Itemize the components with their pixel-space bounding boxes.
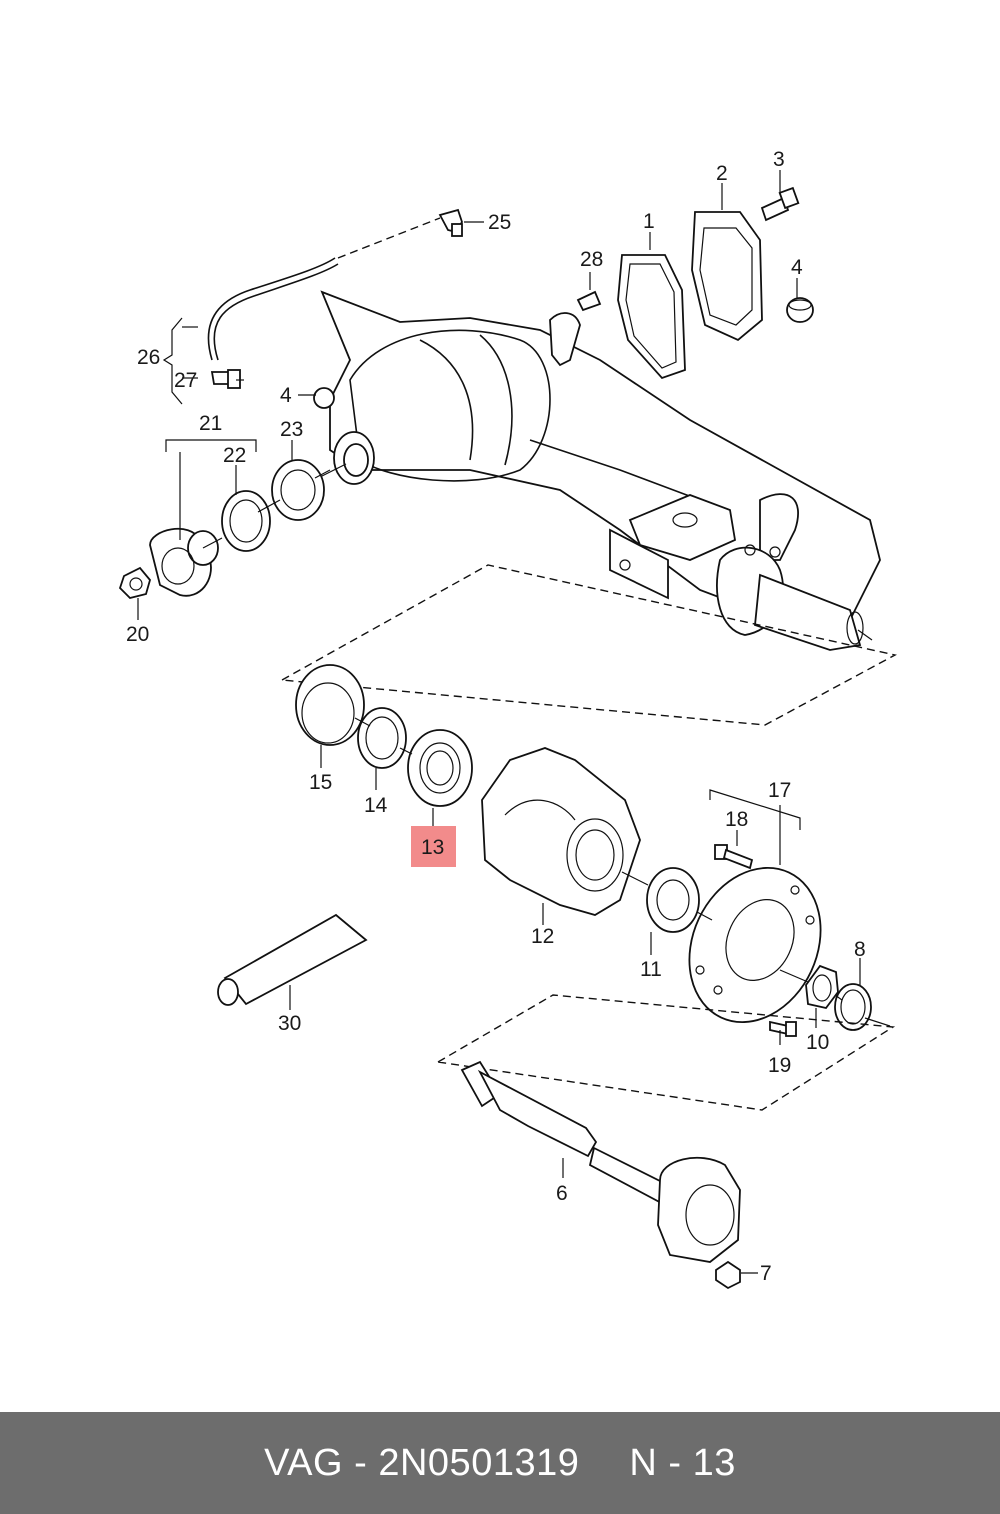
part-number: 2N0501319 (378, 1441, 580, 1484)
callout-4b: 4 (280, 384, 292, 407)
part-8-circlip (834, 983, 872, 1031)
callout-18: 18 (725, 808, 748, 831)
callout-17: 17 (768, 779, 791, 802)
part-14-seal (357, 707, 407, 769)
callout-12: 12 (531, 925, 554, 948)
callout-11: 11 (640, 958, 662, 981)
brand-label: VAG (264, 1441, 344, 1484)
callout-8: 8 (854, 938, 866, 961)
part-3-bolt (760, 186, 800, 222)
callout-20: 20 (126, 623, 149, 646)
part-1-gasket (617, 254, 686, 380)
callout-22: 22 (223, 444, 246, 467)
callout-26: 26 (137, 346, 160, 369)
callout-19: 19 (768, 1054, 791, 1077)
callout-7: 7 (760, 1262, 772, 1285)
part-4-plug-left (313, 387, 335, 409)
callout-labels: 1 2 3 4 4 6 7 8 10 11 12 13 14 15 17 18 … (126, 148, 866, 1285)
callout-30: 30 (278, 1012, 301, 1035)
position-prefix: N (629, 1441, 658, 1484)
part-23-bearing (271, 459, 325, 521)
brand-separator: - (354, 1441, 368, 1484)
part-15-cap (295, 664, 365, 746)
position-number: 13 (692, 1441, 736, 1484)
callout-28: 28 (580, 248, 603, 271)
callout-27: 27 (174, 369, 197, 392)
part-27-fitting (210, 369, 241, 389)
callout-6: 6 (556, 1182, 568, 1205)
part-26-brake-hose (207, 217, 441, 361)
position-separator: - (668, 1441, 682, 1484)
part-20-nut (118, 566, 151, 599)
part-28-bolt-bracket (549, 290, 602, 367)
callout-21: 21 (199, 412, 222, 435)
part-4-plug-right (786, 297, 814, 323)
part-22-seal (221, 490, 271, 552)
callout-15: 15 (309, 771, 332, 794)
part-17-backing-plate (688, 867, 822, 1023)
part-25-sensor (438, 208, 463, 237)
callout-13: 13 (421, 836, 444, 859)
callout-leaders (137, 170, 861, 1274)
part-10-nut (805, 964, 839, 1010)
axle-housing (320, 290, 881, 651)
part-12-hub (481, 747, 641, 916)
part-21-flange (149, 528, 219, 597)
callout-4a: 4 (791, 256, 803, 279)
part-13-bearing (407, 729, 473, 807)
exploded-parts-diagram: 1 2 3 4 4 6 7 8 10 11 12 13 14 15 17 18 … (118, 148, 897, 1290)
callout-14: 14 (364, 794, 388, 817)
part-7-nut (715, 1260, 741, 1290)
highlight-box (411, 826, 456, 867)
part-30-grease-tube (217, 913, 368, 1006)
part-11-bearing (646, 867, 700, 933)
callout-10: 10 (806, 1031, 829, 1054)
callout-25: 25 (488, 211, 511, 234)
part-19-bolt (769, 1020, 797, 1037)
part-2-cover (691, 211, 763, 342)
part-6-axle-shaft (460, 1060, 741, 1263)
callout-23: 23 (280, 418, 303, 441)
callout-2: 2 (716, 162, 728, 185)
part-number-footer: VAG - 2N0501319 N - 13 (0, 1412, 1000, 1514)
callout-3: 3 (773, 148, 785, 171)
callout-1: 1 (643, 210, 655, 233)
part-18-bolt (714, 844, 754, 870)
